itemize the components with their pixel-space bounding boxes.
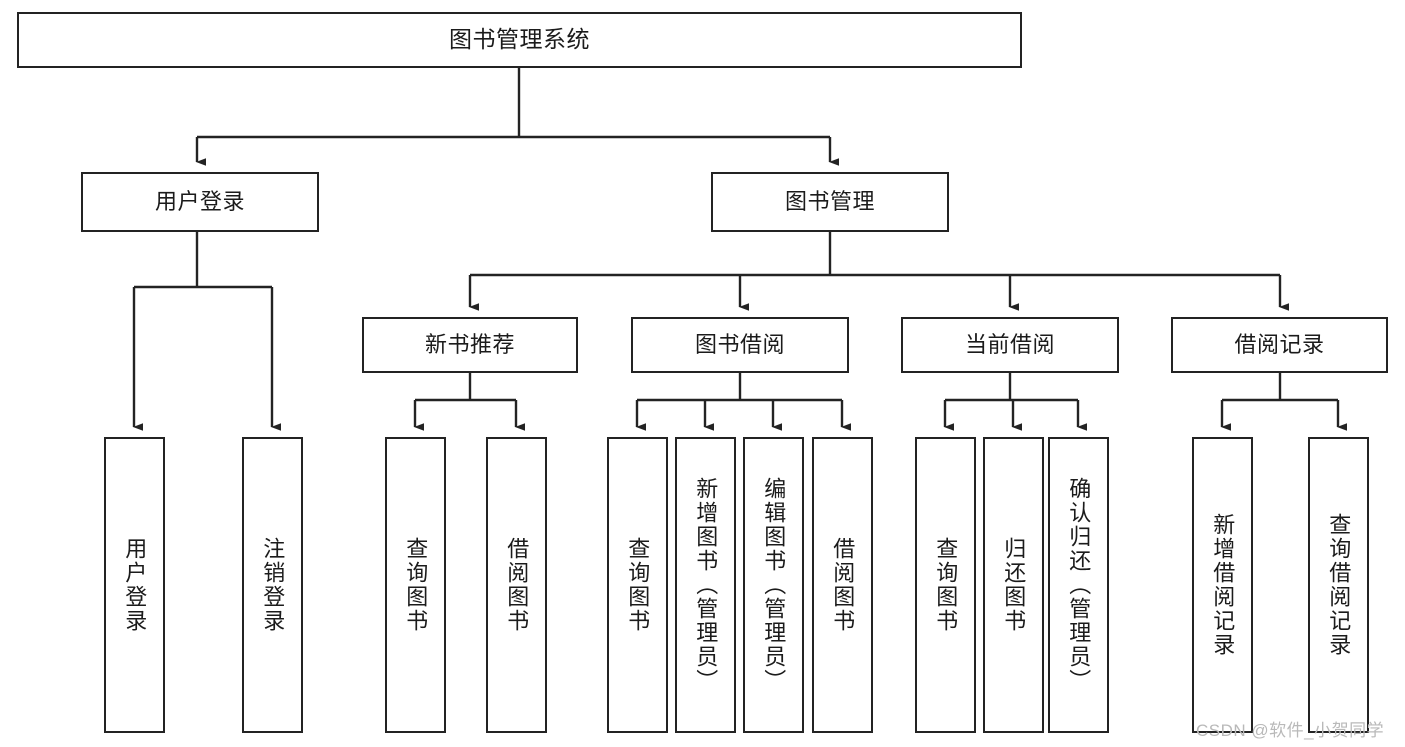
node-book-borrow[interactable]: 图书借阅 xyxy=(631,317,849,373)
node-label: 用户登录 xyxy=(154,188,245,214)
node-label: 图书管理 xyxy=(784,188,875,214)
leaf-query-book-2[interactable]: 查询图书 xyxy=(607,437,668,733)
node-label: 借阅记录 xyxy=(1234,331,1325,357)
node-label: 新增借阅记录 xyxy=(1210,513,1236,657)
node-label: 归还图书 xyxy=(1001,537,1027,633)
node-borrow-record[interactable]: 借阅记录 xyxy=(1171,317,1388,373)
leaf-return-book[interactable]: 归还图书 xyxy=(983,437,1044,733)
leaf-add-record[interactable]: 新增借阅记录 xyxy=(1192,437,1253,733)
leaf-user-login[interactable]: 用户登录 xyxy=(104,437,165,733)
node-label: 新增图书（管理员） xyxy=(693,477,719,693)
leaf-borrow-book-2[interactable]: 借阅图书 xyxy=(812,437,873,733)
node-label: 编辑图书（管理员） xyxy=(761,477,787,693)
node-user-login[interactable]: 用户登录 xyxy=(81,172,319,232)
node-label: 查询图书 xyxy=(933,537,959,633)
leaf-edit-book[interactable]: 编辑图书（管理员） xyxy=(743,437,804,733)
leaf-add-book[interactable]: 新增图书（管理员） xyxy=(675,437,736,733)
node-label: 确认归还（管理员） xyxy=(1066,477,1092,693)
node-label: 查询借阅记录 xyxy=(1326,513,1352,657)
node-label: 借阅图书 xyxy=(830,537,856,633)
node-label: 用户登录 xyxy=(122,537,148,633)
node-label: 查询图书 xyxy=(403,537,429,633)
node-label: 查询图书 xyxy=(625,537,651,633)
node-label: 注销登录 xyxy=(260,537,286,633)
leaf-query-book-1[interactable]: 查询图书 xyxy=(385,437,446,733)
node-label: 图书借阅 xyxy=(694,331,785,357)
leaf-query-record[interactable]: 查询借阅记录 xyxy=(1308,437,1369,733)
leaf-query-book-3[interactable]: 查询图书 xyxy=(915,437,976,733)
node-label: 图书管理系统 xyxy=(449,26,590,53)
csdn-watermark: CSDN @软件_小贺同学 xyxy=(1196,721,1385,740)
node-label: 当前借阅 xyxy=(964,331,1055,357)
node-root-system[interactable]: 图书管理系统 xyxy=(17,12,1022,68)
node-label: 借阅图书 xyxy=(504,537,530,633)
leaf-borrow-book-1[interactable]: 借阅图书 xyxy=(486,437,547,733)
leaf-confirm-return[interactable]: 确认归还（管理员） xyxy=(1048,437,1109,733)
node-new-book-recommend[interactable]: 新书推荐 xyxy=(362,317,578,373)
node-current-borrow[interactable]: 当前借阅 xyxy=(901,317,1119,373)
node-book-manage[interactable]: 图书管理 xyxy=(711,172,949,232)
leaf-logout-login[interactable]: 注销登录 xyxy=(242,437,303,733)
node-label: 新书推荐 xyxy=(424,331,515,357)
